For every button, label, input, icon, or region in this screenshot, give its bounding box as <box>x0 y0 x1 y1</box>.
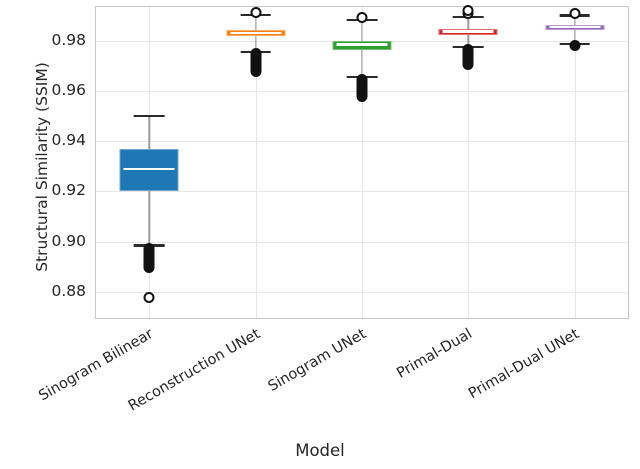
x-tick-label: Primal-Dual <box>394 326 476 382</box>
fliers-lower <box>143 242 155 274</box>
gridline-vertical <box>574 7 576 318</box>
whisker-lower <box>254 35 257 52</box>
y-tick-label: 0.94 <box>51 131 86 150</box>
gridline-vertical <box>255 7 257 318</box>
median-line <box>230 31 282 35</box>
fliers-lower <box>462 43 474 70</box>
y-tick-labels: 0.88 0.90 0.92 0.94 0.96 0.98 <box>24 0 86 469</box>
flier-point <box>250 7 262 19</box>
gridline-vertical <box>468 7 470 318</box>
gridline-vertical <box>362 7 363 318</box>
y-tick-label: 0.98 <box>51 30 86 49</box>
x-tick-label: Reconstruction UNet <box>125 326 263 415</box>
fliers-lower <box>356 73 368 103</box>
whisker-lower <box>574 29 576 44</box>
flier-point <box>143 292 155 304</box>
y-tick-label: 0.96 <box>51 81 86 100</box>
plot-area <box>95 5 629 319</box>
x-axis-title: Model <box>295 441 345 460</box>
whisker-upper <box>361 19 363 41</box>
whisker-upper <box>574 15 576 26</box>
x-tick-label: Sinogram UNet <box>265 326 369 395</box>
median-line <box>336 43 388 46</box>
flier-point <box>462 5 474 17</box>
whisker-lower <box>467 34 470 48</box>
boxplot-group[interactable] <box>96 7 202 318</box>
whisker-upper <box>148 115 150 150</box>
whisker-lower <box>148 190 150 246</box>
boxplot-group[interactable] <box>202 7 308 318</box>
cap-upper <box>133 114 165 117</box>
flier-point <box>569 7 581 19</box>
flier-point <box>356 12 368 24</box>
whisker-upper <box>254 15 257 31</box>
fliers-lower <box>250 48 262 78</box>
y-tick-label: 0.92 <box>51 181 86 200</box>
boxplot-group[interactable] <box>309 7 415 318</box>
whisker-upper <box>467 17 470 29</box>
boxplot-group[interactable] <box>415 5 521 318</box>
boxplot-group[interactable] <box>522 7 628 318</box>
whisker-lower <box>361 50 363 78</box>
median-line <box>549 25 601 29</box>
median-line <box>123 167 175 171</box>
median-line <box>442 30 494 33</box>
y-tick-label: 0.90 <box>51 231 86 250</box>
fliers-lower <box>569 40 581 52</box>
x-tick-label: Primal-Dual UNet <box>465 326 582 403</box>
y-tick-label: 0.88 <box>51 281 86 300</box>
